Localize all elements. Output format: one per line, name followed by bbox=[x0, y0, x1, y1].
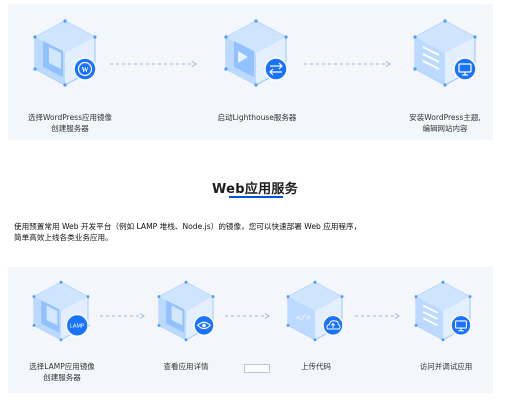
section-description: 使用预置常用 Web 开发平台（例如 LAMP 堆栈、Node.js）的镜像，您… bbox=[14, 222, 362, 242]
flow-arrow bbox=[100, 313, 145, 319]
section-title: Web应用服务 bbox=[211, 182, 299, 197]
cube-illustration: W bbox=[33, 19, 97, 87]
flow-arrow bbox=[225, 313, 270, 319]
step-label: 启动Lighthouse服务器 bbox=[217, 113, 297, 122]
flow-arrow bbox=[304, 61, 391, 67]
wordpress-icon: W bbox=[73, 57, 97, 81]
step-label: 选择LAMP应用镜像 创建服务器 bbox=[29, 362, 95, 382]
step-label: 安装WordPress主题, 编辑网站内容 bbox=[409, 113, 481, 133]
step-label: 查看应用详情 bbox=[163, 362, 209, 371]
cloud-upload-icon bbox=[322, 314, 344, 336]
monitor-icon bbox=[450, 314, 472, 336]
step-label: 选择WordPress应用镜像 创建服务器 bbox=[27, 113, 113, 133]
eye-icon bbox=[193, 314, 215, 336]
swap-arrows-icon bbox=[264, 57, 288, 81]
cube-illustration bbox=[414, 280, 472, 342]
title-underline bbox=[229, 196, 283, 198]
lamp-badge-text: LAMP bbox=[70, 324, 85, 330]
svg-text:</>: </> bbox=[296, 312, 311, 322]
step-label: 上传代码 bbox=[301, 362, 331, 371]
cube-illustration bbox=[157, 280, 215, 342]
step-label: 访问并调试应用 bbox=[419, 362, 473, 371]
cube-illustration bbox=[413, 19, 477, 87]
cube-illustration bbox=[224, 19, 288, 87]
flow-arrow bbox=[355, 313, 400, 319]
cube-illustration: </> bbox=[286, 280, 344, 342]
tiny-tag bbox=[244, 364, 270, 373]
monitor-icon bbox=[453, 57, 477, 81]
lamp-icon: LAMP bbox=[65, 313, 89, 337]
svg-text:W: W bbox=[82, 66, 89, 74]
cube-illustration: LAMP bbox=[32, 280, 90, 342]
flow-arrow bbox=[110, 61, 197, 67]
